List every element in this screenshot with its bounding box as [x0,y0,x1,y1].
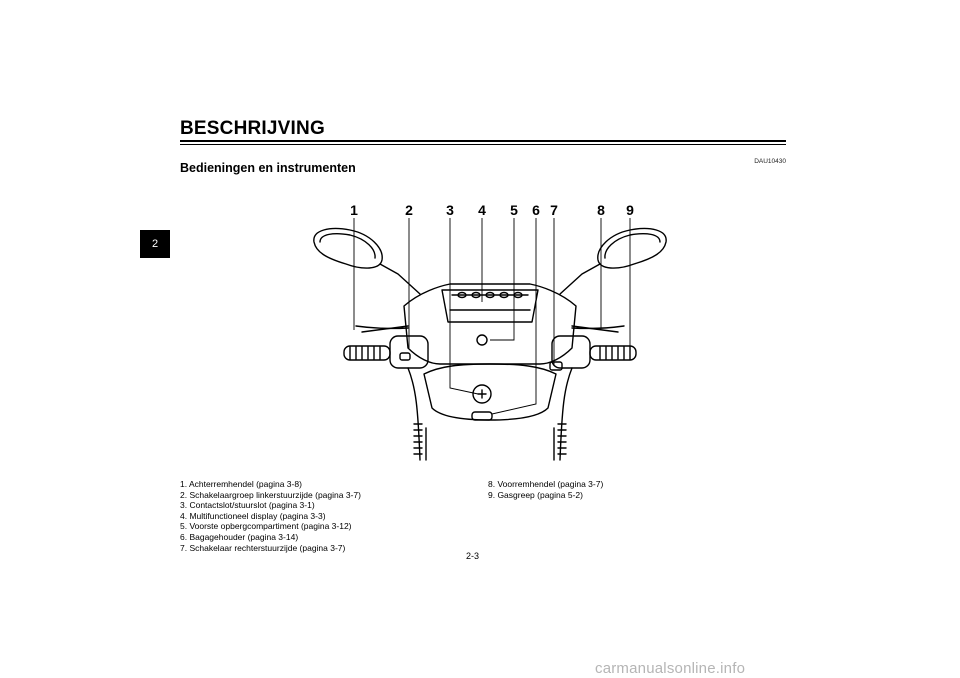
callout-3: 3 [446,202,454,218]
page-number: 2-3 [466,551,480,561]
title-rule-thin [180,144,786,145]
legend-item: 8. Voorremhendel (pagina 3-7) [488,479,604,489]
legend-left: 1. Achterremhendel (pagina 3-8) 2. Schak… [180,479,470,553]
scooter-drawing: 1 2 3 4 5 6 7 8 9 [313,202,667,461]
rear-brake-lever [355,325,409,330]
legend-item: 6. Bagagehouder (pagina 3-14) [180,531,299,542]
callout-9: 9 [626,202,634,218]
legend-item: 3. Contactslot/stuurslot (pagina 3-1) [180,500,315,511]
instrument-panel [441,289,539,323]
legend-item: 1. Achterremhendel (pagina 3-8) [180,479,302,489]
chapter-tab: 2 [140,230,170,258]
title-rule [180,140,786,142]
callout-8: 8 [597,202,605,218]
section-heading: Bedieningen en instrumenten [180,161,356,175]
watermark: carmanualsonline.info [595,660,746,677]
legend-item: 9. Gasgreep (pagina 5-2) [488,489,583,500]
page-title: BESCHRIJVING [180,118,325,139]
callout-6: 6 [532,202,540,218]
scooter-controls-illustration: 1 2 3 4 5 6 7 8 9 [300,198,680,464]
left-mirror [313,227,383,269]
callout-4: 4 [478,202,486,218]
front-cowl [403,283,577,365]
right-grip [589,345,637,361]
right-mirror [597,227,667,269]
left-grip [343,345,391,361]
legend-item: 4. Multifunctioneel display (pagina 3-3) [180,510,326,521]
front-brake-lever [571,325,625,330]
right-switch-housing [551,335,591,369]
callout-1: 1 [350,202,358,218]
leg-shield [407,367,573,461]
ignition-switch [472,384,492,404]
legend-item: 7. Schakelaar rechterstuurzijde (pagina … [180,542,346,553]
callout-7: 7 [550,202,558,218]
doc-code: DAU10430 [754,158,786,165]
callout-5: 5 [510,202,518,218]
legend-item: 2. Schakelaargroep linkerstuurzijde (pag… [180,489,361,500]
callout-2: 2 [405,202,413,218]
bag-hook [471,411,493,421]
legend-item: 5. Voorste opbergcompartiment (pagina 3-… [180,521,352,532]
legend-right: 8. Voorremhendel (pagina 3-7) 9. Gasgree… [488,479,738,500]
